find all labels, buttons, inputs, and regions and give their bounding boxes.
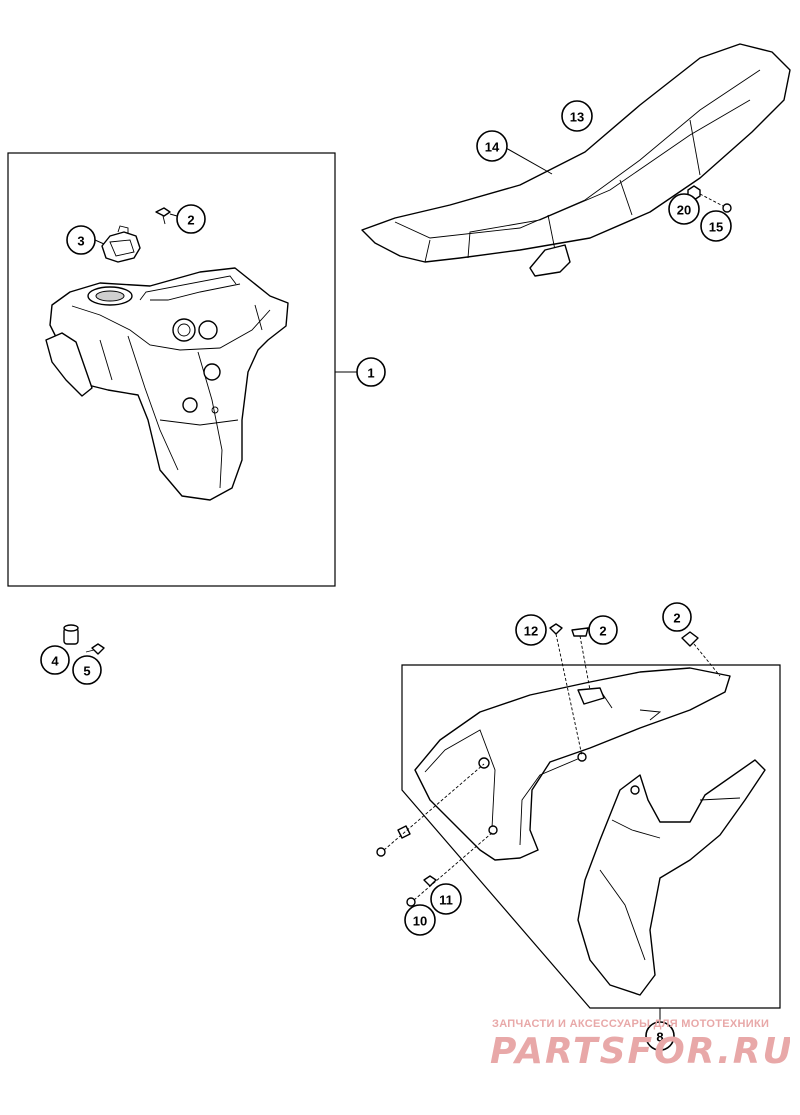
callout-3: 3 (66, 225, 96, 255)
callout-1: 1 (356, 357, 386, 387)
callout-4: 4 (40, 645, 70, 675)
callout-8: 8 (645, 1021, 675, 1051)
callout-20: 20 (668, 193, 700, 225)
screw-12 (549, 623, 563, 635)
svg-text:1: 1 (367, 366, 374, 381)
callout-15: 15 (700, 210, 732, 242)
svg-text:11: 11 (439, 893, 453, 908)
tank-cap (101, 225, 141, 263)
side-panel-right (577, 759, 766, 996)
svg-text:2: 2 (673, 611, 680, 626)
dash-bolt-10 (413, 831, 494, 901)
callout-11: 11 (430, 883, 462, 915)
small-bolt (85, 643, 105, 655)
callout-10: 10 (404, 904, 436, 936)
watermark-logo-text: PARTSFOR.RU (490, 1031, 790, 1070)
bolt-10-11 (406, 875, 437, 907)
leader-3 (94, 239, 105, 245)
callout-5: 5 (72, 655, 102, 685)
dash-bolt-left (383, 763, 485, 851)
svg-text:2: 2 (187, 213, 194, 228)
dash-2b (579, 635, 591, 691)
svg-text:10: 10 (413, 914, 427, 929)
svg-text:8: 8 (656, 1030, 663, 1045)
side-panel-left (414, 667, 731, 861)
svg-text:14: 14 (485, 140, 500, 155)
svg-text:5: 5 (83, 664, 90, 679)
svg-text:13: 13 (570, 110, 584, 125)
seat (361, 43, 791, 277)
svg-text:2: 2 (599, 624, 606, 639)
svg-text:15: 15 (709, 220, 723, 235)
dash-seat (699, 193, 724, 207)
tank-group-frame (7, 152, 336, 587)
bolt-left (376, 825, 411, 857)
callout-14: 14 (476, 130, 508, 162)
watermark-tagline: ЗАПЧАСТИ И АКСЕССУАРЫ ДЛЯ МОТОТЕХНИКИ (492, 1018, 770, 1030)
screw-top (155, 207, 171, 225)
leader-14 (505, 147, 553, 175)
callout-12: 12 (515, 614, 547, 646)
callout-2-right: 2 (662, 602, 692, 632)
svg-text:4: 4 (51, 654, 59, 669)
fuel-tank (45, 267, 289, 501)
watermark-logo: PARTSFOR.RU (490, 1031, 790, 1070)
callout-13: 13 (561, 100, 593, 132)
svg-text:12: 12 (524, 624, 538, 639)
spacer (63, 624, 79, 645)
screw-2c (681, 631, 699, 647)
seat-screw (722, 203, 732, 213)
screw-2b (571, 627, 589, 637)
dash-2c (693, 643, 721, 677)
dash-12 (555, 633, 583, 757)
svg-text:3: 3 (77, 234, 84, 249)
svg-text:20: 20 (677, 203, 691, 218)
callout-2-mid: 2 (588, 615, 618, 645)
callout-2-top: 2 (176, 204, 206, 234)
leader-2a (169, 213, 178, 217)
